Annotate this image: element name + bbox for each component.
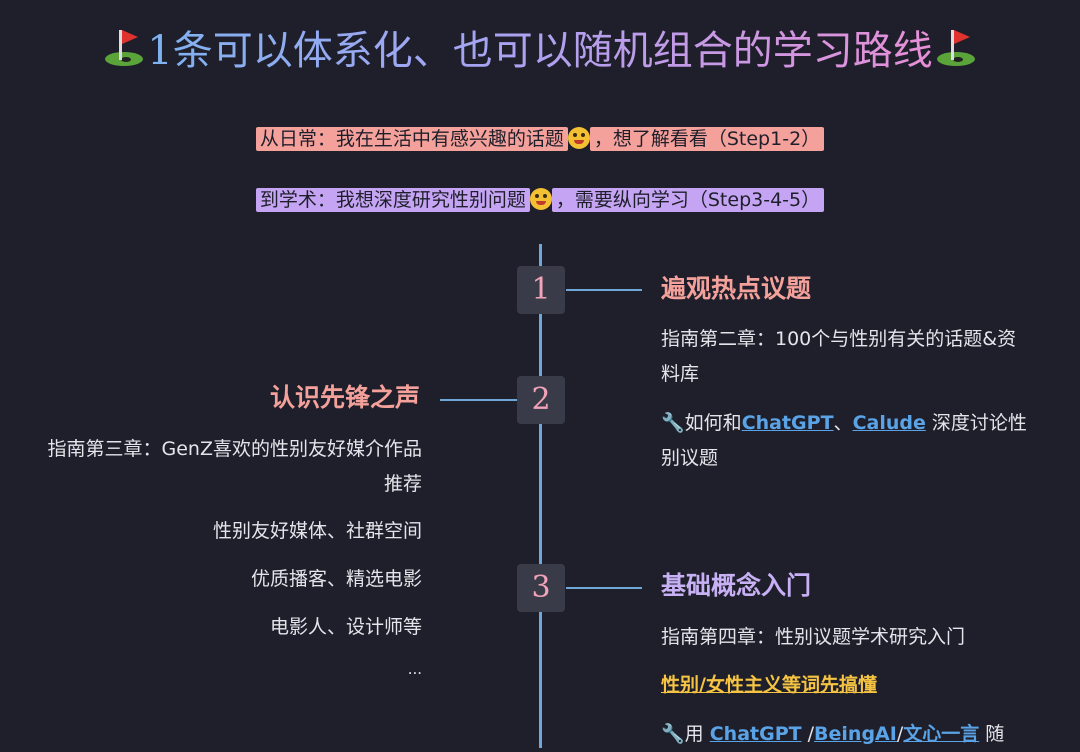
step-2-connector (440, 399, 517, 401)
step-2-item: 优质播客、精选电影 (250, 568, 422, 590)
step-1-heading: 遍观热点议题 (661, 274, 812, 303)
step-1-tools: 🔧如何和ChatGPT、Calude 深度讨论性别议题 (661, 406, 1033, 476)
calude-link[interactable]: Calude (852, 412, 926, 434)
step-2-item: ... (407, 660, 422, 678)
step-2-item: 性别友好媒体、社群空间 (212, 520, 422, 542)
wrench-icon: 🔧 (661, 412, 685, 434)
chatgpt-link[interactable]: ChatGPT (709, 723, 802, 745)
intro-academic-text-after: ，需要纵向学习（Step3-4-5） (551, 188, 825, 212)
chatgpt-link[interactable]: ChatGPT (741, 412, 834, 434)
step-1-tool-prefix: 如何和 (684, 412, 742, 434)
step-3-tool-sep: / (896, 723, 904, 745)
timeline-line (539, 244, 542, 748)
step-3-number: 3 (517, 564, 565, 612)
step-1-tool-sep: 、 (833, 412, 853, 434)
thinking-face-icon (529, 188, 552, 210)
step-2-item: 电影人、设计师等 (269, 616, 422, 638)
intro-academic: 到学术：我想深度研究性别问题 ，需要纵向学习（Step3-4-5） (0, 186, 1080, 214)
wenxin-link[interactable]: 文心一言 (903, 723, 980, 745)
intro-academic-text: 到学术：我想深度研究性别问题 (255, 188, 530, 212)
step-2-number: 2 (517, 376, 565, 424)
step-3-heading: 基础概念入门 (661, 571, 812, 600)
step-3-highlight: 性别/女性主义等词先搞懂 (661, 674, 877, 696)
step-3-desc: 指南第四章：性别议题学术研究入门 (661, 626, 966, 648)
step-3-tool-sep: / (801, 723, 815, 745)
grinning-face-icon (567, 127, 590, 149)
step-3-tools: 🔧用 ChatGPT /BeingAI/文心一言 随 (661, 717, 1061, 752)
step-1-tool-suffix: 深度讨论性别议题 (661, 412, 1027, 469)
intro-daily-text-after: ，想了解看看（Step1-2） (589, 127, 825, 151)
page-title: 1条可以体系化、也可以随机组合的学习路线 (0, 22, 1080, 79)
golf-flag-icon (101, 22, 147, 72)
golf-flag-icon (933, 22, 979, 72)
step-1-connector (566, 289, 642, 291)
step-1-number: 1 (517, 266, 565, 314)
step-2-desc: 指南第三章：GenZ喜欢的性别友好媒介作品推荐 (47, 438, 422, 495)
step-3-tool-suffix: 随 (979, 723, 1005, 745)
step-2-heading: 认识先锋之声 (269, 383, 420, 412)
step-1-desc: 指南第二章：100个与性别有关的话题&资料库 (661, 328, 1017, 385)
step-3-connector (566, 587, 642, 589)
wrench-icon: 🔧 (661, 723, 685, 745)
intro-daily-text: 从日常：我在生活中有感兴趣的话题 (255, 127, 568, 151)
intro-daily: 从日常：我在生活中有感兴趣的话题 ，想了解看看（Step1-2） (0, 125, 1080, 153)
step-3-tool-prefix: 用 (684, 723, 710, 745)
beingai-link[interactable]: BeingAI (814, 723, 897, 745)
title-text: 1条可以体系化、也可以随机组合的学习路线 (147, 28, 933, 74)
